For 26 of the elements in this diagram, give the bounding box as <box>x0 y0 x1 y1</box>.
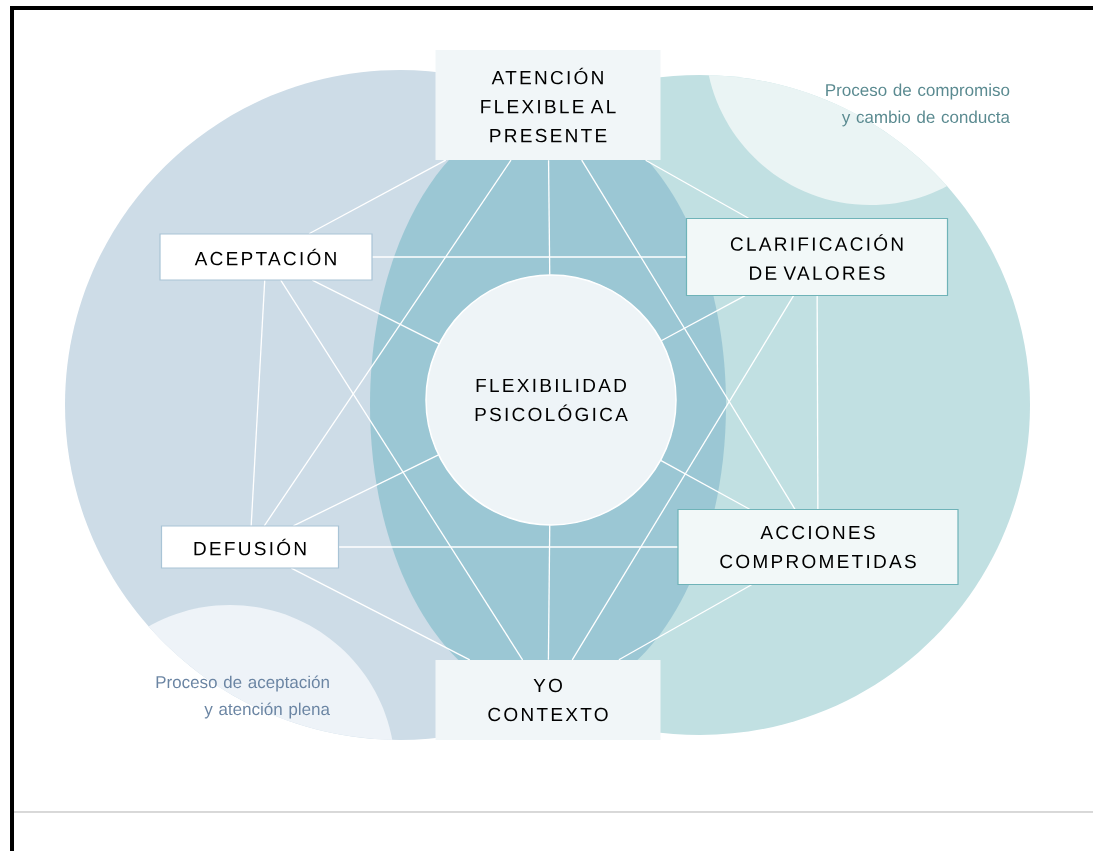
connector-line <box>645 159 750 219</box>
region-label: Proceso de compromiso y cambio de conducta <box>826 83 1010 127</box>
connector-line <box>581 159 796 510</box>
region-label: Proceso de aceptación y atención plena <box>156 675 330 719</box>
connector-line <box>290 567 471 661</box>
connector-line <box>292 454 440 527</box>
connector-line <box>371 256 687 258</box>
connector-line <box>547 524 551 661</box>
connector-line <box>308 159 447 235</box>
process-box: DEFUSIÓN <box>160 525 340 569</box>
connector-line <box>816 295 819 510</box>
connector-line <box>311 279 440 345</box>
process-box: YO CONTEXTO <box>435 660 661 740</box>
process-box: ATENCIÓN FLEXIBLE AL PRESENTE <box>435 50 661 160</box>
connector-line <box>338 546 679 548</box>
connector-line <box>571 295 795 661</box>
process-box: ACCIONES COMPROMETIDAS <box>677 508 959 586</box>
process-box: CLARIFICACIÓN DE VALORES <box>685 217 949 297</box>
connector-line <box>250 279 266 527</box>
connector-line <box>547 159 551 276</box>
connector-line <box>280 279 524 661</box>
process-box: ACEPTACIÓN <box>159 233 373 281</box>
connector-line <box>618 584 753 661</box>
connector-line <box>660 459 751 510</box>
connector-line <box>263 159 512 527</box>
connector-line <box>660 295 746 342</box>
